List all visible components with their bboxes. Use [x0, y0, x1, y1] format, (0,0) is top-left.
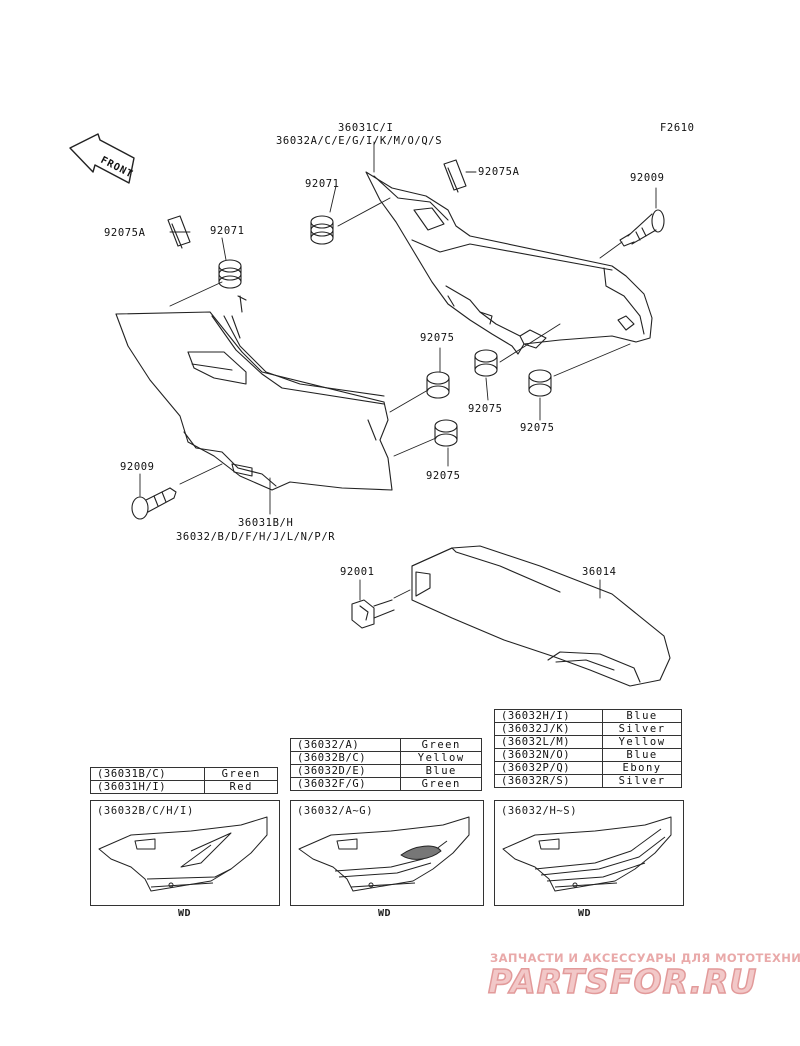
table-cover-colors: (36031B/C) Green (36031H/I) Red [89, 767, 278, 794]
part-code: (36032F/G) [289, 777, 402, 791]
table-variants-a-g: (36032/A) Green (36032B/C) Yellow (36032… [289, 738, 482, 791]
collar-icon [167, 215, 191, 249]
color-name: Silver [602, 722, 682, 736]
color-name: Yellow [602, 735, 682, 749]
callout-damper-c: 92075 [520, 422, 555, 434]
color-name: Green [400, 777, 482, 791]
part-code: (36032D/E) [289, 764, 402, 778]
callout-grommet-right: 92071 [305, 178, 340, 190]
color-name: Red [204, 780, 278, 794]
color-name: Ebony [602, 761, 682, 775]
front-arrow-icon [69, 133, 135, 184]
grommet-icon [310, 215, 334, 245]
part-code: (36031H/I) [89, 780, 206, 794]
color-name: Silver [602, 774, 682, 788]
part-code: (36032/A) [289, 738, 402, 752]
watermark-tagline: ЗАПЧАСТИ И АКСЕССУАРЫ ДЛЯ МОТОТЕХНИКИ [490, 951, 800, 965]
damper-icon [426, 371, 450, 399]
callout-bolt-left: 92009 [120, 461, 155, 473]
part-code: (36032P/Q) [493, 761, 604, 775]
watermark-brand: PARTSFOR.RU [487, 961, 758, 1002]
color-name: Blue [602, 709, 682, 723]
part-code: (36032H/I) [493, 709, 604, 723]
inset-title: (36032/A~G) [297, 805, 374, 817]
part-code: (36032L/M) [493, 735, 604, 749]
color-name: Blue [400, 764, 482, 778]
inset-title: (36032B/C/H/I) [97, 805, 194, 817]
color-name: Green [204, 767, 278, 781]
inset-cover-drawing [298, 816, 470, 892]
callout-bolt-tail: 92001 [340, 566, 375, 578]
table-row: (36032H/I) Blue [493, 709, 682, 723]
right-side-cover [365, 171, 653, 355]
callout-tail-cover: 36014 [582, 566, 617, 578]
inset-note: WD [578, 908, 592, 919]
callout-left-cover-variants: 36032/B/D/F/H/J/L/N/P/R [176, 531, 336, 543]
inset-panel-1: (36032B/C/H/I) [90, 800, 280, 906]
callout-collar-left: 92075A [104, 227, 146, 239]
part-code: (36031B/C) [89, 767, 206, 781]
color-name: Blue [602, 748, 682, 762]
inset-cover-drawing [98, 816, 268, 892]
callout-damper-b: 92075 [468, 403, 503, 415]
table-row: (36032P/Q) Ebony [493, 761, 682, 775]
table-row: (36031H/I) Red [89, 780, 278, 794]
color-name: Yellow [400, 751, 482, 765]
part-code: (36032J/K) [493, 722, 604, 736]
bolt-icon [619, 209, 665, 247]
table-row: (36032F/G) Green [289, 777, 482, 791]
table-row: (36032R/S) Silver [493, 774, 682, 788]
table-row: (36032J/K) Silver [493, 722, 682, 736]
left-side-cover [115, 295, 393, 491]
table-row: (36032D/E) Blue [289, 764, 482, 778]
callout-left-cover-part: 36031B/H [238, 517, 294, 529]
damper-icon [474, 349, 498, 377]
damper-icon [528, 369, 552, 397]
callout-right-cover-variants: 36032A/C/E/G/I/K/M/O/Q/S [276, 135, 443, 147]
bolt-icon [131, 487, 177, 520]
callout-damper-d: 92075 [426, 470, 461, 482]
table-row: (36031B/C) Green [89, 767, 278, 781]
table-row: (36032/A) Green [289, 738, 482, 752]
inset-note: WD [378, 908, 392, 919]
inset-title: (36032/H~S) [501, 805, 578, 817]
callout-damper-a: 92075 [420, 332, 455, 344]
part-code: (36032B/C) [289, 751, 402, 765]
figure-code: F2610 [660, 122, 695, 134]
bolt-icon [351, 599, 395, 629]
part-code: (36032N/O) [493, 748, 604, 762]
grommet-icon [218, 259, 242, 289]
inset-cover-drawing [502, 816, 672, 892]
tail-cover [411, 545, 671, 687]
collar-icon [443, 159, 467, 193]
callout-grommet-left: 92071 [210, 225, 245, 237]
damper-icon [434, 419, 458, 447]
callout-collar-right: 92075A [478, 166, 520, 178]
table-row: (36032N/O) Blue [493, 748, 682, 762]
inset-panel-2: (36032/A~G) [290, 800, 484, 906]
table-row: (36032B/C) Yellow [289, 751, 482, 765]
inset-panel-3: (36032/H~S) [494, 800, 684, 906]
part-code: (36032R/S) [493, 774, 604, 788]
color-name: Green [400, 738, 482, 752]
callout-bolt-right: 92009 [630, 172, 665, 184]
table-variants-h-s: (36032H/I) Blue (36032J/K) Silver (36032… [493, 709, 682, 788]
table-row: (36032L/M) Yellow [493, 735, 682, 749]
callout-right-cover-part: 36031C/I [338, 122, 394, 134]
inset-note: WD [178, 908, 192, 919]
